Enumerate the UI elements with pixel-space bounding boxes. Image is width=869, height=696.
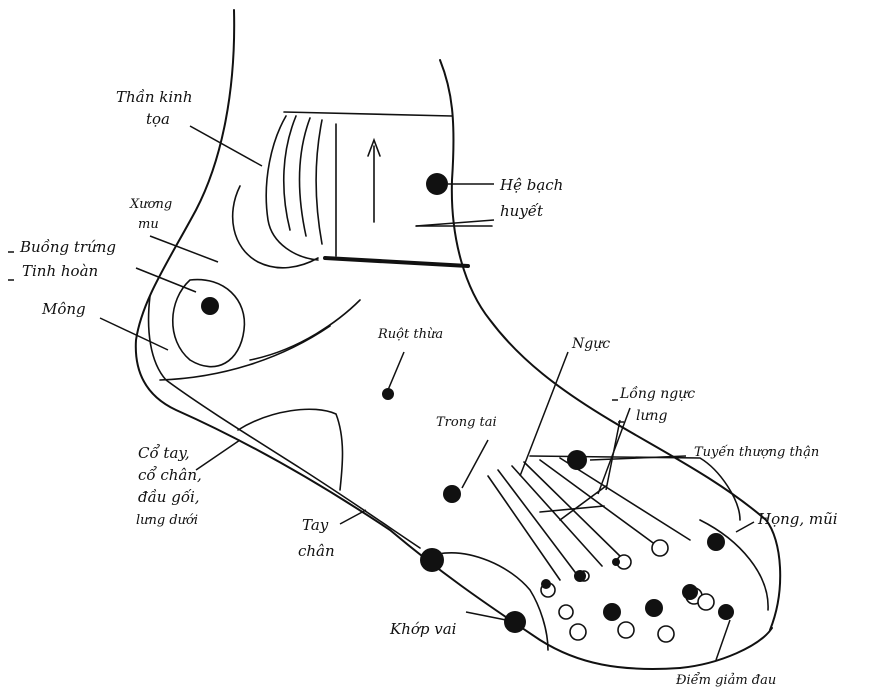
label-trong-tai: Trong tai [436,415,497,430]
label-tinh-hoan: Tinh hoàn [22,262,98,280]
label-than-kinh-toa-line2: tọa [146,110,170,128]
point-buong-trung [201,297,219,315]
label-tuyen-thuong-than: Tuyến thượng thận [694,444,819,460]
label-he-bach-huyet: Hệ bạch [499,176,563,194]
label-co-tay: Cổ tay, [138,444,190,462]
point-hong-mui [707,533,725,551]
label-buong-trung: Buồng trứng [19,238,116,256]
label-long-nguc-lung: Lồng ngực [619,385,695,402]
foot-outline [136,10,780,669]
label-co-tay-line2: cổ chân, [138,466,202,484]
label-xuong-mu: Xương [129,197,172,212]
reflex-points [201,173,734,633]
label-ruot-thua: Ruột thừa [377,327,443,342]
label-xuong-mu-line2: mu [138,217,159,232]
point-khop-vai [504,611,526,633]
label-long-nguc-lung-line2: lưng [636,408,668,424]
point-tay-chan [420,548,444,572]
ankle-band [284,112,492,266]
label-co-tay-line4: lưng dưới [136,513,198,528]
label-mong: Mông [41,300,86,318]
point-tuyen-thuong-than [567,450,587,470]
label-tay-chan: Tay [302,516,329,534]
label-diem-giam-dau: Điểm giảm đau [675,672,776,688]
point-he-bach-huyet [426,173,448,195]
label-hong-mui: Họng, mũi [757,510,838,528]
label-than-kinh-toa: Thần kinh [116,88,193,106]
label-co-tay-line3: đầu gối, [138,488,200,506]
heel-structure [160,116,360,380]
label-tay-chan-line2: chân [298,542,335,560]
label-dashes [8,252,624,422]
point-diem-giam-dau [718,604,734,620]
label-nguc: Ngực [571,336,610,352]
point-trong-tai [443,485,461,503]
label-khop-vai: Khớp vai [389,620,457,638]
label-he-bach-huyet-line2: huyết [500,202,544,220]
